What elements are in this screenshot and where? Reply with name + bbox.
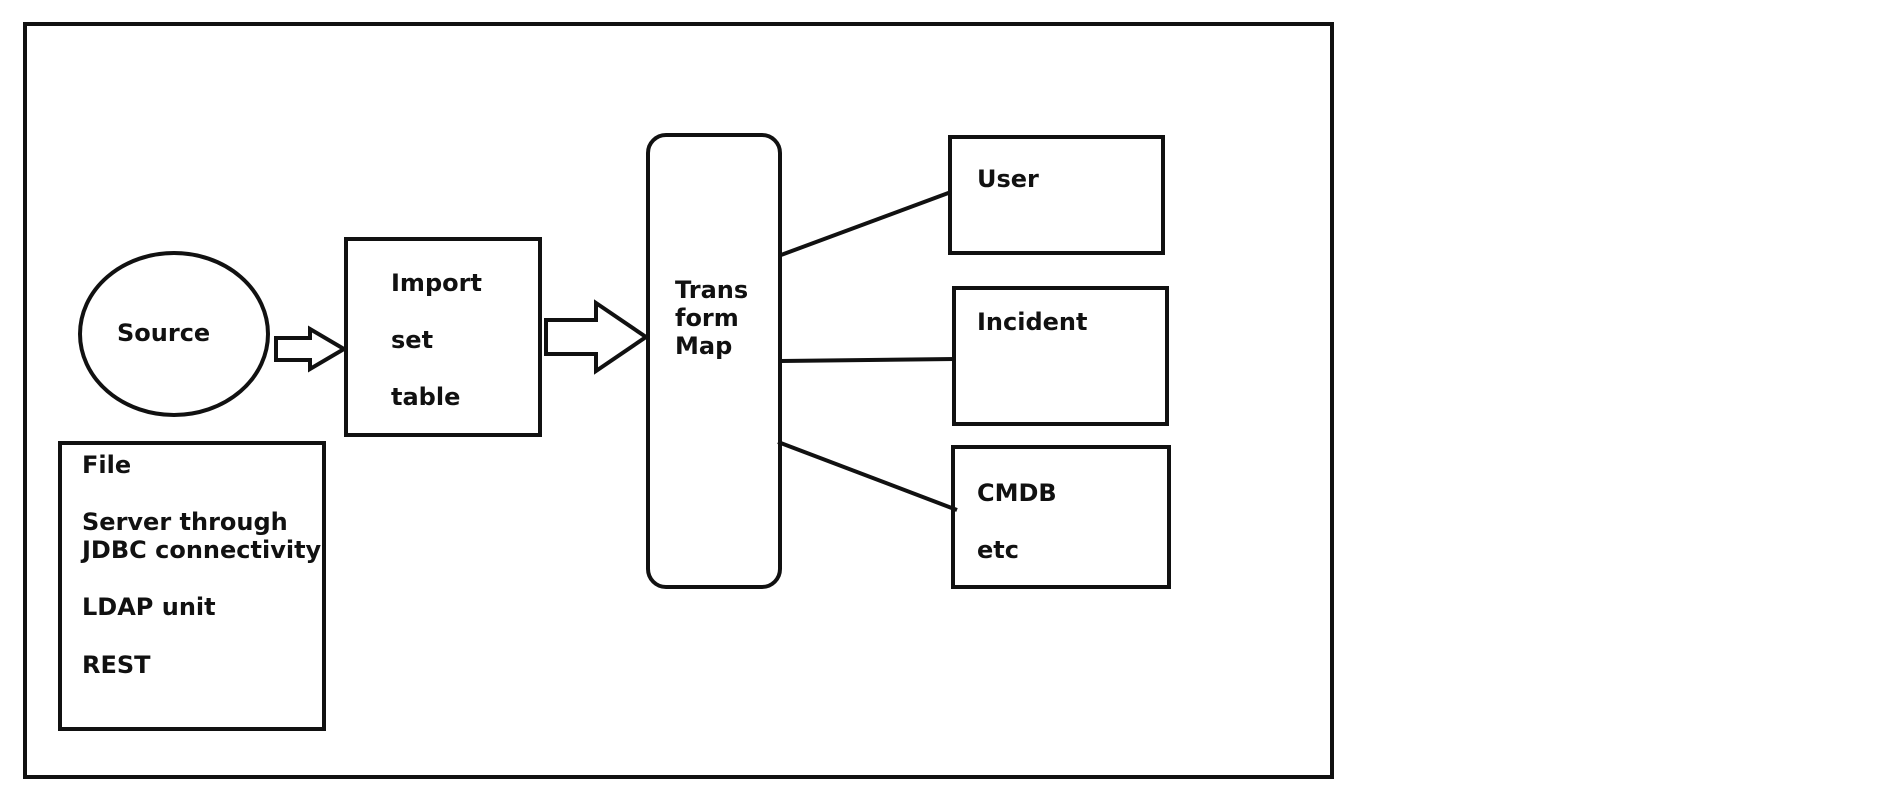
source-type-server: Server through [82, 508, 288, 536]
source-node [78, 251, 270, 417]
source-type-file: File [82, 451, 132, 479]
arrow-source-to-import [274, 325, 348, 373]
source-type-jdbc: JDBC connectivity [82, 536, 322, 564]
source-type-rest: REST [82, 651, 151, 679]
user-label: User [977, 165, 1039, 193]
transform-map-label-line2: form [675, 304, 739, 332]
diagram-frame [23, 22, 1334, 779]
import-set-label-line2: set [391, 326, 434, 354]
transform-map-label-line1: Trans [675, 276, 749, 304]
import-set-label-line3: table [391, 383, 461, 411]
source-types-box [58, 441, 326, 731]
etc-label: etc [977, 536, 1019, 564]
connector-transform-to-user [780, 190, 952, 257]
cmdb-label: CMDB [977, 479, 1057, 507]
cmdb-node [951, 445, 1171, 589]
source-label: Source [117, 319, 211, 347]
transform-map-label-line3: Map [675, 332, 733, 360]
source-type-ldap: LDAP unit [82, 593, 216, 621]
import-set-label-line1: Import [391, 269, 482, 297]
incident-label: Incident [977, 308, 1088, 336]
transform-map-node [646, 133, 782, 589]
connector-transform-to-cmdb [777, 440, 958, 512]
import-set-node [344, 237, 542, 437]
connector-transform-to-incident [780, 357, 956, 363]
arrow-import-to-transform [544, 299, 650, 375]
incident-node [952, 286, 1169, 426]
user-node [948, 135, 1165, 255]
